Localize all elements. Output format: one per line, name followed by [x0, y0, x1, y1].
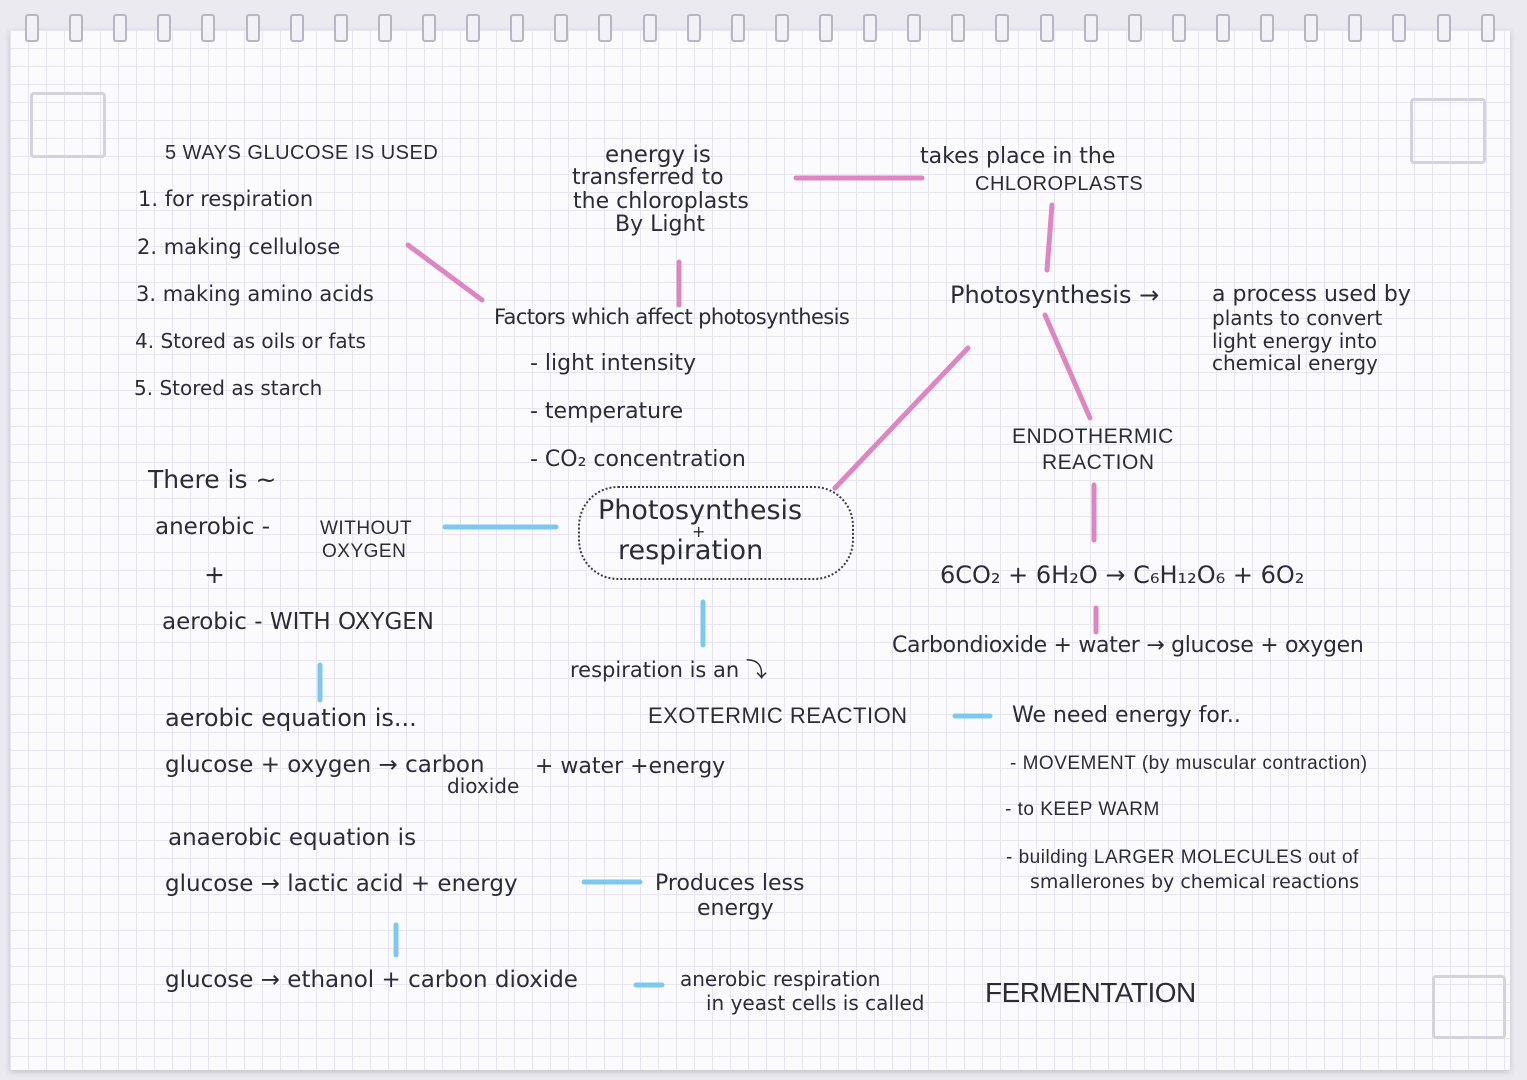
corner-mark-bottom-right [1432, 975, 1506, 1039]
aerobic-label: aerobic - WITH OXYGEN [162, 609, 435, 635]
energy-need-building-cont: smallerones by chemical reactions [1030, 871, 1360, 893]
factor-temperature: - temperature [530, 399, 684, 424]
photosynthesis-word-equation: Carbondioxide + water → glucose + oxygen [892, 633, 1364, 658]
factor-co2: - CO₂ concentration [530, 447, 746, 472]
factor-light-intensity: - light intensity [530, 351, 697, 376]
photosynthesis-symbol-equation: 6CO₂ + 6H₂O → C₆H₁₂O₆ + 6O₂ [940, 561, 1305, 589]
energy-needs-title: We need energy for.. [1012, 703, 1241, 728]
less-energy-note-1: Produces less [655, 871, 805, 896]
fermentation-note-b: in yeast cells is called [706, 991, 925, 1015]
energy-transfer-line-3: the chloroplasts [573, 189, 749, 214]
photosynthesis-def-2: plants to convert [1212, 306, 1383, 330]
photosynthesis-def-4: chemical energy [1212, 351, 1378, 375]
fermentation-equation: glucose → ethanol + carbon dioxide [165, 967, 578, 993]
exothermic-intro: respiration is an ⤵ [570, 658, 767, 682]
energy-need-movement: - MOVEMENT (by muscular contraction) [1010, 753, 1368, 774]
anaerobic-note-1: WITHOUT [320, 518, 413, 539]
anaerobic-note-2: OXYGEN [322, 541, 407, 562]
center-topic-plus: + [692, 522, 706, 541]
pink-line-photosynthesis-to-center [832, 345, 971, 491]
energy-transfer-line-1: energy is [605, 142, 711, 168]
types-intro: There is ~ [148, 465, 277, 494]
pink-line-chloroplasts-to-photosynthesis [1044, 202, 1055, 273]
glucose-use-3: 3. making amino acids [136, 282, 374, 306]
less-energy-note-2: energy [697, 896, 774, 921]
factors-title: Factors which affect photosynthesis [494, 305, 850, 329]
center-topic-cloud [578, 486, 854, 580]
fermentation-note-a: anerobic respiration [680, 967, 881, 991]
center-topic-respiration: respiration [618, 535, 764, 566]
anaerobic-equation-label: anaerobic equation is [168, 825, 417, 851]
corner-mark-top-right [1410, 98, 1486, 164]
energy-transfer-line-2: transferred to [572, 165, 724, 190]
pink-line-photosynthesis-to-endothermic [1042, 312, 1093, 421]
location-line-2: CHLOROPLASTS [975, 173, 1144, 195]
glucose-use-1: 1. for respiration [138, 187, 314, 211]
spiral-binding [10, 10, 1510, 46]
photosynthesis-term: Photosynthesis → [950, 281, 1160, 309]
exothermic-label: EXOTERMIC REACTION [648, 703, 908, 728]
glucose-use-2: 2. making cellulose [137, 235, 341, 259]
energy-transfer-line-4: By Light [615, 212, 706, 237]
glucose-use-4: 4. Stored as oils or fats [135, 329, 366, 353]
center-topic-photosynthesis: Photosynthesis [598, 495, 803, 526]
energy-need-keep-warm: - to KEEP WARM [1005, 799, 1160, 820]
glucose-uses-title: 5 WAYS GLUCOSE IS USED [165, 142, 439, 164]
anaerobic-label: anerobic - [155, 514, 271, 540]
notebook-page [10, 30, 1510, 1070]
fermentation-word: FERMENTATION [985, 977, 1196, 1008]
energy-need-building: - building LARGER MOLECULES out of [1006, 847, 1359, 868]
endothermic-line-1: ENDOTHERMIC [1012, 425, 1174, 448]
aerobic-equation-line-c: dioxide [447, 774, 520, 798]
pink-line-uses-to-factors [405, 242, 485, 303]
photosynthesis-def-3: light energy into [1212, 329, 1378, 353]
location-line-1: takes place in the [920, 144, 1116, 169]
aerobic-equation-line-a: glucose + oxygen → carbon [165, 752, 485, 778]
glucose-use-5: 5. Stored as starch [134, 376, 323, 400]
anaerobic-equation-line: glucose → lactic acid + energy [165, 871, 518, 897]
aerobic-equation-label: aerobic equation is... [165, 704, 417, 732]
corner-mark-top-left [30, 92, 106, 158]
aerobic-equation-line-b: + water +energy [535, 754, 726, 779]
photosynthesis-def-1: a process used by [1212, 282, 1411, 307]
plus-sign: + [204, 560, 225, 589]
endothermic-line-2: REACTION [1042, 451, 1155, 474]
